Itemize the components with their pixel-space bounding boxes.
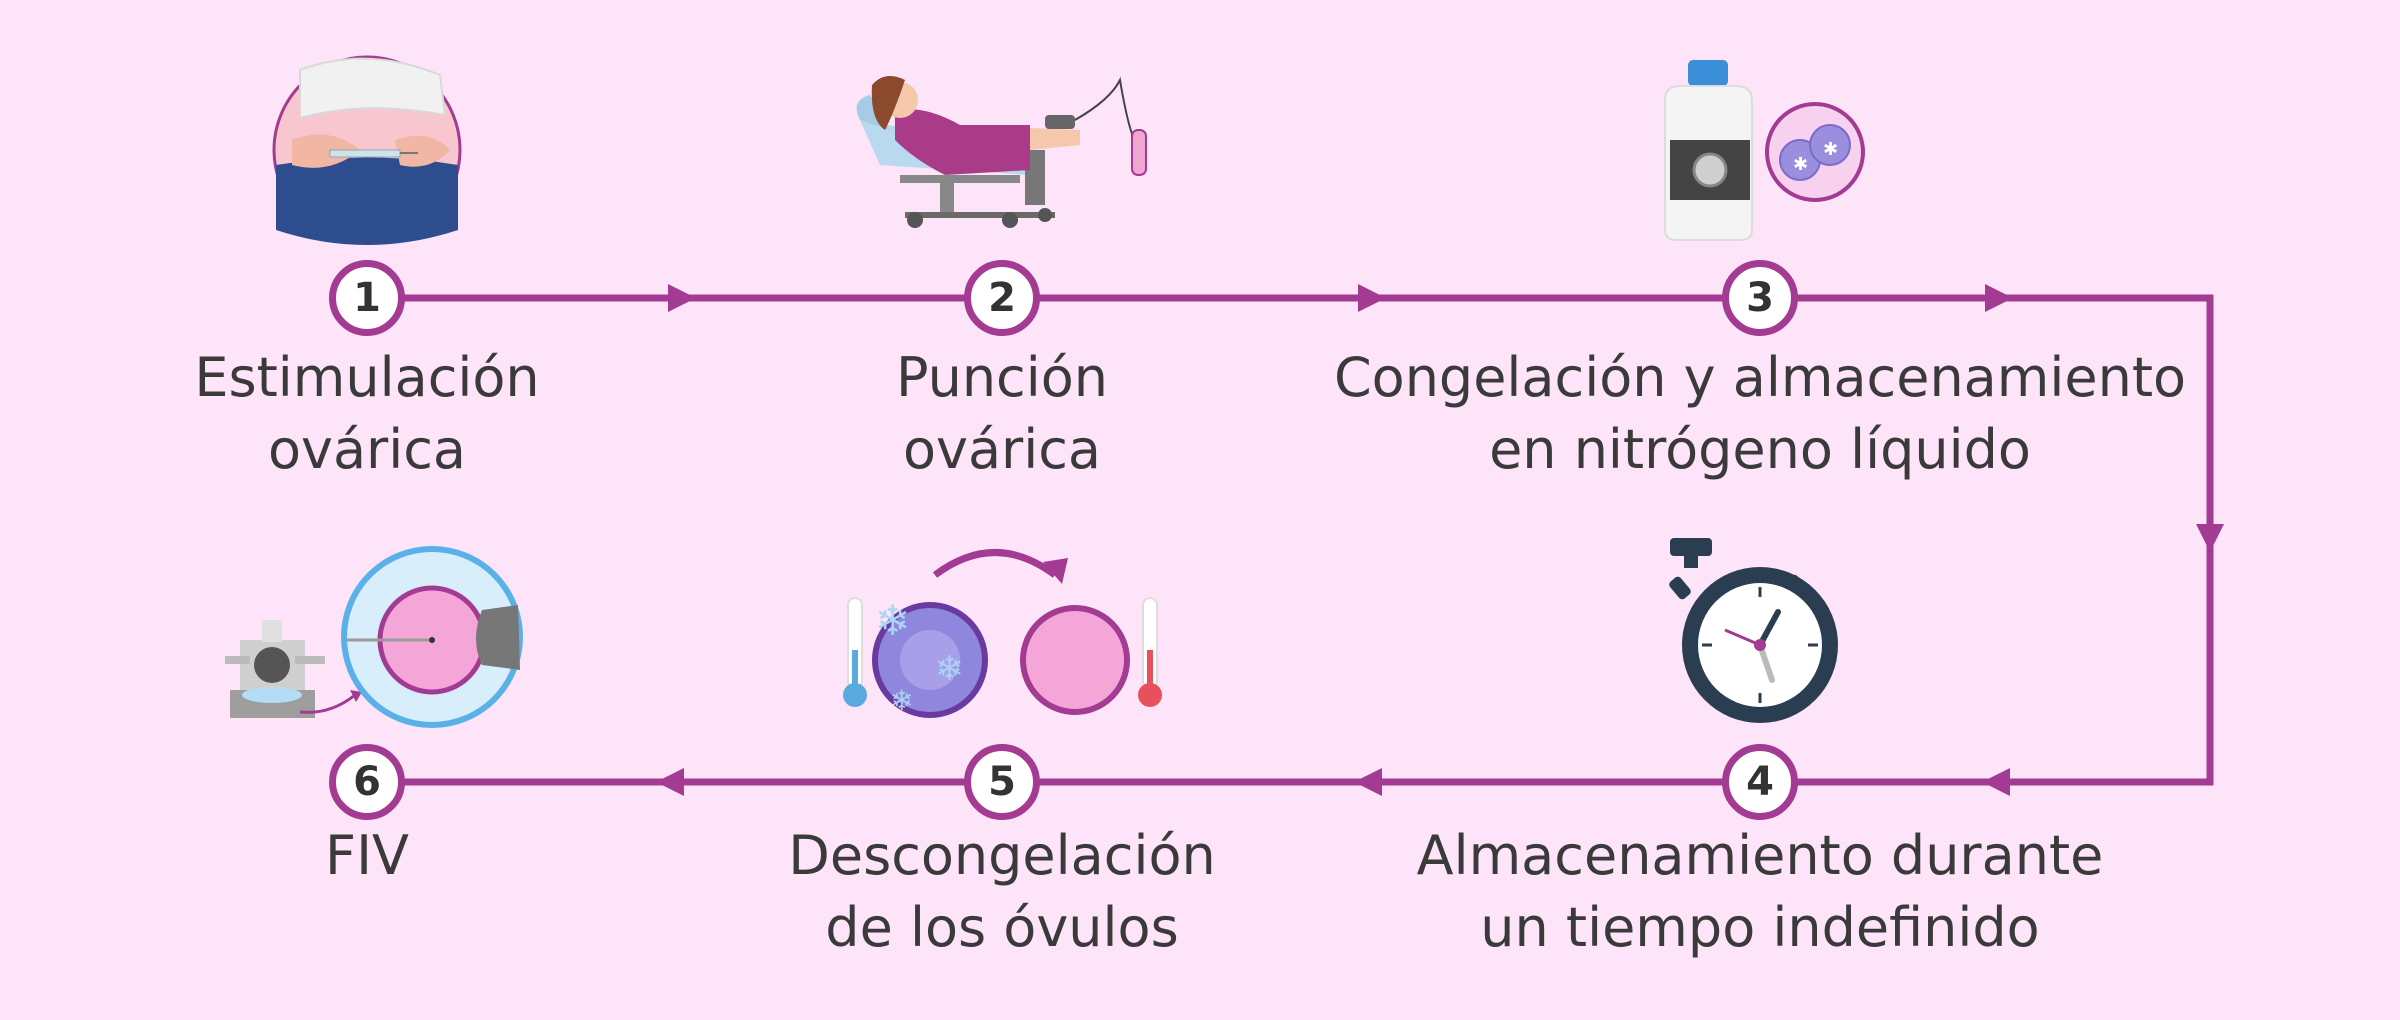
arrow-right-2	[1358, 284, 1386, 312]
step-4-label: Almacenamiento durante un tiempo indefin…	[1310, 820, 2210, 964]
arrow-right-3	[1985, 284, 2013, 312]
step-6-label: FIV	[0, 820, 817, 892]
svg-text:✱: ✱	[1823, 139, 1838, 160]
patient-ultrasound-puncture-icon	[856, 76, 1147, 228]
arrow-right-1	[668, 284, 696, 312]
nitrogen-tank-frozen-eggs-icon: ✱ ✱	[1664, 60, 1865, 241]
step-5-label: Descongelación de los óvulos	[552, 820, 1452, 964]
step-2-badge: 2	[964, 260, 1040, 336]
arrow-left-1	[1982, 768, 2010, 796]
svg-text:❄: ❄	[890, 684, 913, 717]
step-3-label-line1: Congelación y almacenamiento	[1333, 346, 2187, 409]
svg-text:❄: ❄	[935, 649, 964, 689]
step-3-label: Congelación y almacenamiento en nitrógen…	[1310, 342, 2210, 486]
arrow-down	[2196, 524, 2224, 552]
step-3-label-line2: en nitrógeno líquido	[1489, 418, 2031, 481]
svg-text:❄: ❄	[875, 596, 910, 645]
step-6-label-line1: FIV	[325, 824, 409, 887]
step-4-badge: 4	[1722, 744, 1798, 820]
step-1-label-line2: ovárica	[267, 418, 467, 481]
step-1-label-line1: Estimulación	[194, 346, 540, 409]
step-1-badge: 1	[329, 260, 405, 336]
step-4-label-line2: un tiempo indefinido	[1480, 896, 2040, 959]
step-2-label: Punción ovárica	[552, 342, 1452, 486]
step-1-label: Estimulación ovárica	[0, 342, 817, 486]
step-4-label-line1: Almacenamiento durante	[1416, 824, 2104, 887]
arrow-left-3	[656, 768, 684, 796]
step-5-badge: 5	[964, 744, 1040, 820]
injection-abdomen-icon	[272, 55, 462, 245]
step-3-badge: 3	[1722, 260, 1798, 336]
step-5-label-line2: de los óvulos	[825, 896, 1179, 959]
step-2-label-line2: ovárica	[902, 418, 1102, 481]
step-2-label-line1: Punción	[895, 346, 1109, 409]
arrow-left-2	[1354, 768, 1382, 796]
thawing-egg-icon: ❄ ❄ ❄	[843, 549, 1162, 718]
step-6-badge: 6	[329, 744, 405, 820]
stopwatch-icon	[1669, 538, 1838, 723]
svg-text:✱: ✱	[1793, 154, 1808, 175]
microscope-ivf-icon	[225, 546, 523, 728]
step-5-label-line1: Descongelación	[788, 824, 1216, 887]
